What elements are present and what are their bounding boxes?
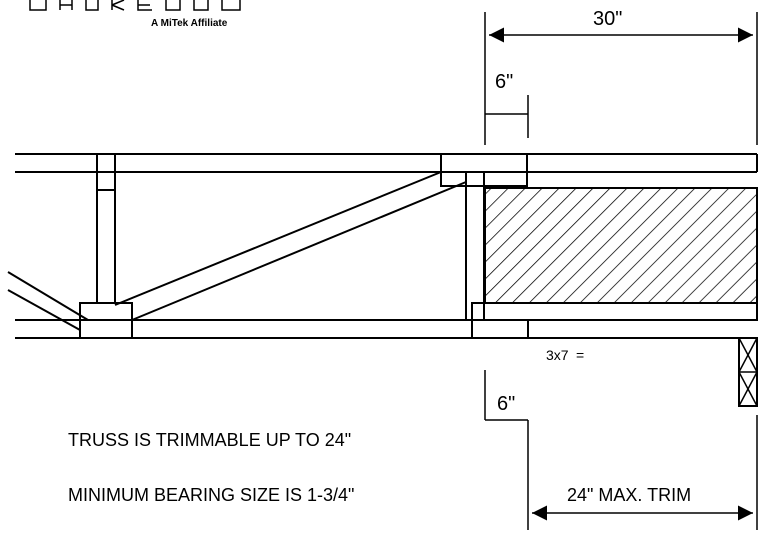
- left-vertical-web: [96, 153, 116, 303]
- diagonal-web: [114, 171, 467, 321]
- left-outer-diagonals: [7, 271, 89, 331]
- note-trimmable: TRUSS IS TRIMMABLE UP TO 24": [68, 430, 351, 450]
- bottom-chord: [15, 319, 757, 339]
- top-overall-dimension-label: 30": [593, 8, 622, 30]
- bottom-trim-dimension-label: 24" MAX. TRIM: [567, 485, 691, 505]
- right-vertical-web: [465, 172, 485, 320]
- trimmable-hatched-zone: [484, 187, 758, 304]
- plate-size-label: 3x7: [546, 347, 569, 363]
- note-bearing: MINIMUM BEARING SIZE IS 1-3/4": [68, 485, 354, 505]
- bearing-block: [738, 337, 758, 407]
- logo: A MiTek Affiliate: [29, 0, 241, 29]
- right-bottom-plate: [471, 302, 758, 339]
- bottom-offset-dimension-label: 6": [497, 393, 515, 415]
- left-bottom-plate: [79, 302, 133, 339]
- top-offset-dimension-label: 6": [495, 71, 513, 93]
- logo-mark-icon: [29, 0, 241, 11]
- top-chord: [15, 153, 758, 173]
- logo-affiliate-text: A MiTek Affiliate: [151, 18, 228, 29]
- plate-orientation-symbol: =: [576, 347, 584, 363]
